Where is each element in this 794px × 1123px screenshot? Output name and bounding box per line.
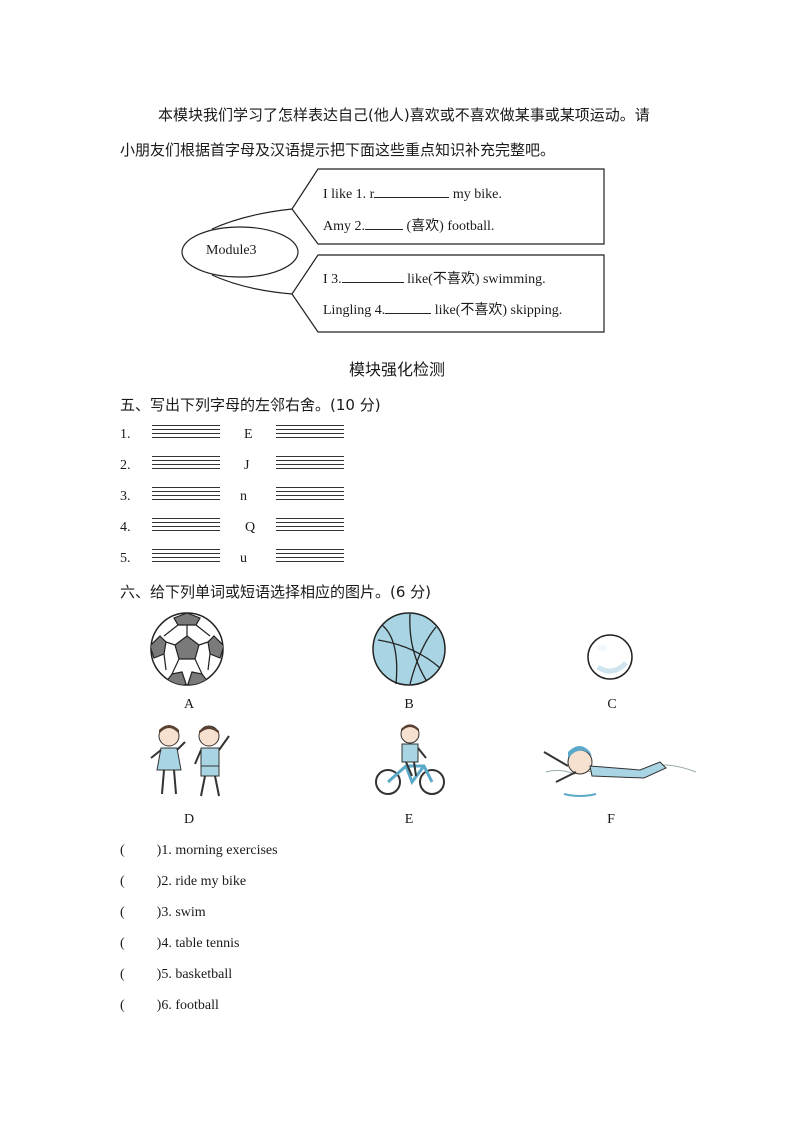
mindmap-item-4: Lingling 4. like(不喜欢) skipping. [323, 299, 562, 319]
q5-row: 1. E [120, 425, 360, 456]
answer-item: ( )4. table tennis [120, 936, 278, 967]
mindmap-item-2-post: (喜欢) football. [403, 219, 495, 234]
q6-items: ( )1. morning exercises ( )2. ride my bike… [120, 843, 278, 1029]
morning-exercises-icon [150, 725, 230, 797]
answer-text: )6. football [156, 998, 219, 1013]
right-neighbor-lines[interactable] [276, 456, 344, 476]
answer-text: )2. ride my bike [156, 874, 247, 889]
mindmap-bottom-bracket [211, 254, 605, 333]
mindmap-blank-1[interactable] [374, 183, 450, 198]
swim-icon [543, 746, 697, 797]
answer-text: )3. swim [156, 905, 206, 920]
answer-open-paren: ( [120, 998, 125, 1013]
answer-item: ( )1. morning exercises [120, 843, 278, 874]
mindmap-item-3-post: like(不喜欢) swimming. [403, 272, 546, 287]
mindmap-blank-4[interactable] [385, 299, 432, 314]
mindmap-center-label: Module3 [206, 243, 257, 258]
picture-label-a: A [183, 697, 195, 712]
right-neighbor-lines[interactable] [276, 425, 344, 445]
right-neighbor-lines[interactable] [276, 549, 344, 569]
mindmap-item-1-pre: I like 1. r [323, 187, 375, 202]
mindmap-center-ellipse [181, 226, 299, 278]
left-neighbor-lines[interactable] [152, 518, 220, 538]
q5-row: 2. J [120, 456, 360, 487]
mindmap-item-3: I 3. like(不喜欢) swimming. [323, 268, 546, 288]
section-title: 模块强化检测 [348, 360, 445, 379]
intro-line-2: 小朋友们根据首字母及汉语提示把下面这些重点知识补充完整吧。 [120, 141, 556, 159]
q5-row: 5. u [120, 549, 360, 580]
answer-text: )4. table tennis [156, 936, 240, 951]
mindmap-item-1-post: my bike. [449, 187, 502, 202]
mindmap-item-3-pre: I 3. [323, 272, 342, 287]
row-number: 5. [120, 551, 131, 566]
right-neighbor-lines[interactable] [276, 487, 344, 507]
row-number: 3. [120, 489, 131, 504]
answer-open-paren: ( [120, 843, 125, 858]
answer-open-paren: ( [120, 936, 125, 951]
mindmap-top-bracket [211, 168, 605, 245]
answer-item: ( )5. basketball [120, 967, 278, 998]
left-neighbor-lines[interactable] [152, 425, 220, 445]
picture-label-e: E [404, 812, 414, 827]
given-letter: Q [245, 520, 256, 535]
given-letter: E [244, 427, 253, 442]
mindmap-item-1: I like 1. r my bike. [323, 183, 502, 203]
football-icon [150, 612, 224, 686]
left-neighbor-lines[interactable] [152, 549, 220, 569]
given-letter: n [240, 489, 247, 504]
answer-item: ( )3. swim [120, 905, 278, 936]
answer-open-paren: ( [120, 874, 125, 889]
intro-line-1: 本模块我们学习了怎样表达自己(他人)喜欢或不喜欢做某事或某项运动。请 [158, 106, 650, 124]
answer-item: ( )6. football [120, 998, 278, 1029]
picture-label-c: C [607, 697, 617, 712]
left-neighbor-lines[interactable] [152, 487, 220, 507]
answer-open-paren: ( [120, 905, 125, 920]
answer-text: )5. basketball [156, 967, 233, 982]
mindmap-item-2-pre: Amy 2. [323, 219, 365, 234]
mindmap-item-4-pre: Lingling 4. [323, 303, 386, 318]
q5-title: 五、写出下列字母的左邻右舍。(10 分) [120, 396, 381, 414]
q6-title: 六、给下列单词或短语选择相应的图片。(6 分) [120, 583, 432, 601]
left-neighbor-lines[interactable] [152, 456, 220, 476]
given-letter: u [240, 551, 247, 566]
row-number: 1. [120, 427, 131, 442]
mindmap-blank-2[interactable] [365, 215, 403, 230]
right-neighbor-lines[interactable] [276, 518, 344, 538]
answer-open-paren: ( [120, 967, 125, 982]
mindmap-diagram [181, 168, 605, 333]
mindmap-item-2: Amy 2. (喜欢) football. [323, 215, 494, 235]
picture-label-d: D [183, 812, 195, 827]
picture-label-b: B [404, 697, 414, 712]
mindmap-item-4-post: like(不喜欢) skipping. [431, 303, 563, 318]
row-number: 4. [120, 520, 131, 535]
row-number: 2. [120, 458, 131, 473]
answer-item: ( )2. ride my bike [120, 874, 278, 905]
q5-row: 3. n [120, 487, 360, 518]
answer-text: )1. morning exercises [156, 843, 278, 858]
table-tennis-ball-icon [587, 634, 633, 680]
q5-rows: 1. E 2. J 3. n 4. Q 5. u [120, 425, 360, 580]
mindmap-blank-3[interactable] [341, 268, 404, 283]
basketball-icon [372, 612, 446, 686]
given-letter: J [244, 458, 250, 473]
picture-label-f: F [607, 812, 615, 827]
ride-bike-icon [375, 724, 445, 795]
q5-row: 4. Q [120, 518, 360, 549]
intro-paragraph: 本模块我们学习了怎样表达自己(他人)喜欢或不喜欢做某事或某项运动。请 小朋友们根… [120, 98, 680, 168]
